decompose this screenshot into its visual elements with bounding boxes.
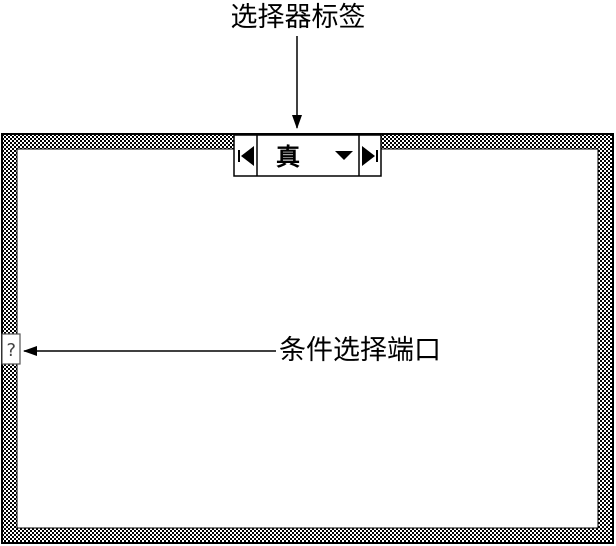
case-selector-label[interactable]: 真 (233, 134, 382, 177)
increment-arrow-icon[interactable] (362, 146, 378, 166)
question-mark-icon: ? (6, 340, 17, 361)
case-selector-value: 真 (276, 143, 300, 171)
dropdown-arrow-icon[interactable] (335, 151, 353, 160)
case-selector-terminal[interactable]: ? (1, 333, 21, 365)
case-selector-port-callout: 条件选择端口 (279, 335, 441, 366)
case-structure-frame[interactable] (1, 133, 614, 544)
selector-label-callout: 选择器标签 (231, 2, 366, 33)
decrement-arrow-icon[interactable] (238, 146, 254, 166)
